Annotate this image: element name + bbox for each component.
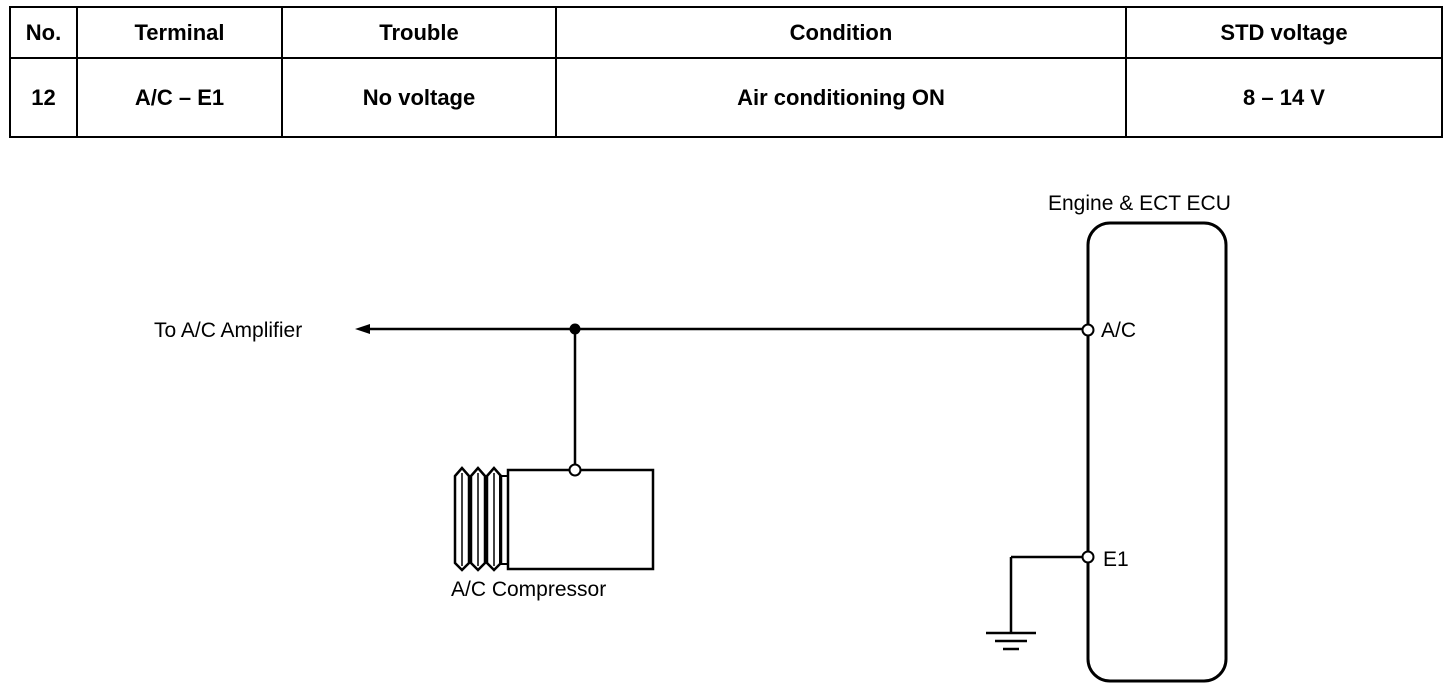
ecu-label: Engine & ECT ECU [1048,192,1231,215]
spec-table: No. Terminal Trouble Condition STD volta… [9,6,1443,138]
cell-no: 12 [9,57,78,138]
terminal-ac-node [1081,323,1095,337]
header-terminal: Terminal [76,6,283,59]
table-row: 12 A/C – E1 No voltage Air conditioning … [9,57,1443,138]
cell-std-voltage: 8 – 14 V [1125,57,1443,138]
header-std-voltage: STD voltage [1125,6,1443,59]
ecu-box [1086,221,1228,683]
arrow-left-icon [355,324,370,334]
header-condition: Condition [555,6,1127,59]
compressor-terminal-node [568,463,582,477]
compressor-icon [453,466,655,572]
compressor-label: A/C Compressor [451,578,606,601]
terminal-e1-node [1081,550,1095,564]
cell-trouble: No voltage [281,57,557,138]
header-no: No. [9,6,78,59]
table-header-row: No. Terminal Trouble Condition STD volta… [9,6,1443,59]
amplifier-label: To A/C Amplifier [154,319,302,342]
cell-terminal: A/C – E1 [76,57,283,138]
header-trouble: Trouble [281,6,557,59]
terminal-ac-label: A/C [1101,319,1136,342]
ground-icon [986,631,1036,651]
terminal-e1-label: E1 [1103,548,1129,571]
cell-condition: Air conditioning ON [555,57,1127,138]
